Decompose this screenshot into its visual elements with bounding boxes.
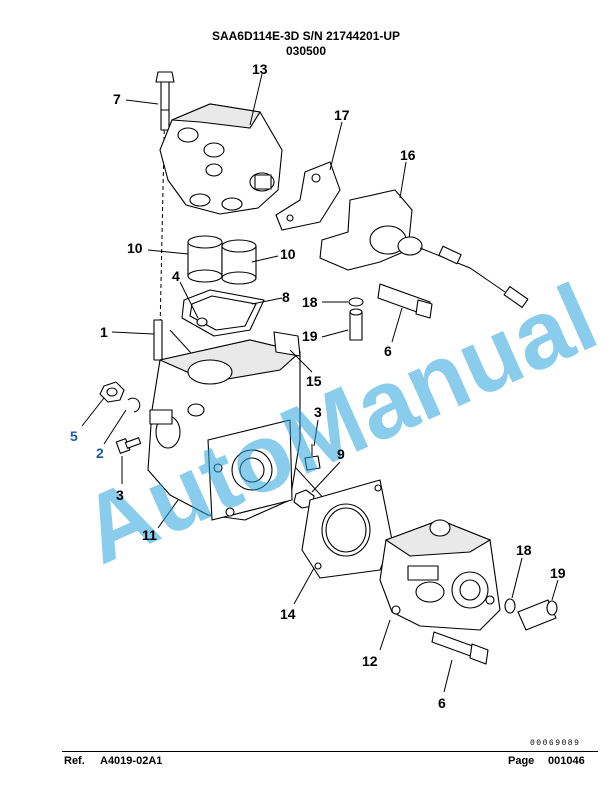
callout-13: 13: [252, 61, 268, 77]
part-actuator-16: [319, 189, 529, 319]
document-code: 00069089: [530, 739, 581, 748]
part-ring-2: [127, 397, 141, 413]
callout-6-upper: 6: [384, 343, 392, 359]
part-oring-18-upper: [348, 297, 364, 307]
part-fitting-19-upper: [349, 308, 363, 341]
diagram-title: SAA6D114E-3D S/N 21744201-UP: [211, 29, 401, 43]
footer-page-value: 001046: [548, 755, 585, 767]
footer-ref-value: A4019-02A1: [100, 755, 163, 767]
part-gasket-14: [301, 479, 393, 579]
callout-4: 4: [172, 268, 180, 284]
footer-rule: [62, 751, 598, 752]
callout-5: 5: [70, 428, 78, 444]
callout-18-upper: 18: [302, 294, 318, 310]
callout-19-upper: 19: [302, 328, 318, 344]
callout-2: 2: [96, 445, 104, 461]
callout-labels: 13 7 17 16 10 10 4 8 18 19 6 1 15 5 2 3 …: [70, 61, 566, 711]
part-oring-18-lower: [504, 598, 516, 614]
callout-1: 1: [100, 324, 108, 340]
callout-8: 8: [282, 289, 290, 305]
footer-page-label: Page: [508, 755, 535, 767]
part-gasket-15: [273, 331, 301, 357]
part-fitting-19-lower: [517, 599, 558, 631]
part-housing-11: [147, 339, 302, 521]
leader-lines: [81, 73, 559, 693]
callout-11: 11: [142, 527, 157, 543]
callout-10-right: 10: [280, 246, 296, 262]
callout-16: 16: [400, 147, 416, 163]
part-pump-12: [379, 519, 501, 631]
part-bolt-6-lower: [431, 631, 489, 665]
part-bolt-3-left: [115, 437, 142, 454]
callout-6-lower: 6: [438, 695, 446, 711]
callout-12: 12: [362, 653, 378, 669]
part-pin-1: [153, 319, 163, 361]
part-sleeves-10: [187, 235, 257, 285]
callout-3-left: 3: [116, 487, 124, 503]
footer-ref-label: Ref.: [64, 755, 85, 767]
callout-14: 14: [280, 606, 296, 622]
callout-10-left: 10: [127, 240, 143, 256]
callout-7: 7: [113, 91, 121, 107]
part-nut-5: [99, 381, 125, 403]
diagram-subtitle: 030500: [285, 44, 327, 58]
callout-15: 15: [306, 373, 322, 389]
part-bolt-3-right: [304, 444, 321, 471]
callout-3-right: 3: [314, 404, 322, 420]
part-bracket-17: [275, 161, 341, 231]
callout-9: 9: [337, 446, 345, 462]
part-gasket-8: [181, 289, 265, 337]
callout-18-lower: 18: [516, 542, 532, 558]
callout-17: 17: [334, 107, 350, 123]
callout-19-lower: 19: [550, 565, 566, 581]
part-bolt-7: [155, 71, 175, 131]
part-housing-13: [159, 103, 283, 215]
